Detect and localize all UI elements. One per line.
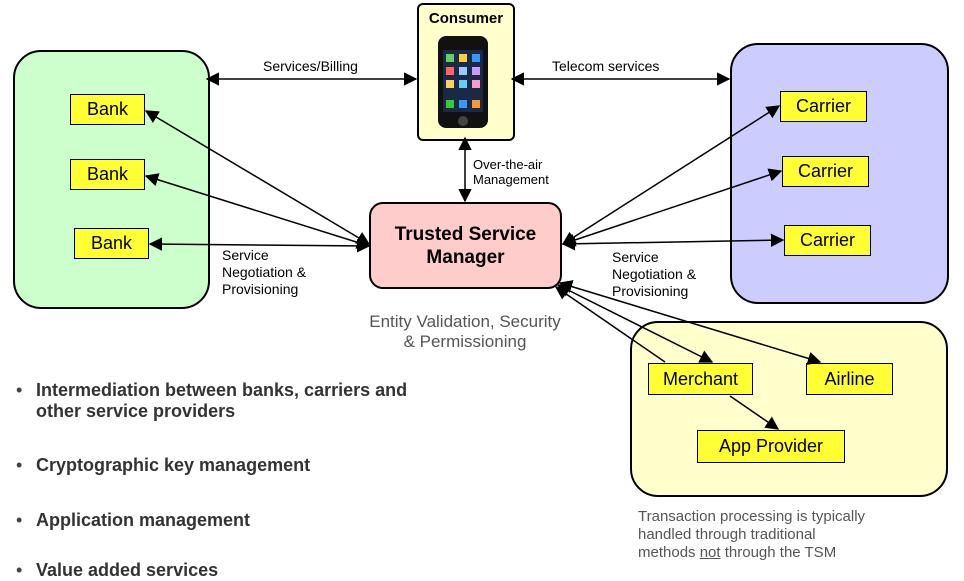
transaction-note-line-1: Transaction processing is typically [638,508,866,525]
transaction-note-line-2: handled through traditional [638,526,816,543]
services-billing-label: Services/Billing [263,58,358,74]
entity-validation-label: Entity Validation, Security & Permission… [335,312,595,352]
tsm-line-2: Manager [426,246,505,268]
bank-box-2: Bank [70,159,145,190]
right-negotiation-label: Service Negotiation & Provisioning [612,249,696,300]
ota-label-line-2: Management [473,172,549,187]
entity-validation-line-1: Entity Validation, Security [369,312,561,331]
arrow-tsm-bank-3 [148,237,371,253]
airline-box: Airline [806,363,893,395]
left-negotiation-line-2: Negotiation & [222,264,307,280]
arrow-tsm-carrier-2 [561,168,783,247]
arrow-tsm-carrier-3 [561,233,785,251]
entity-validation-line-2: & Permissioning [403,332,527,351]
right-negotiation-line-3: Provisioning [612,283,689,299]
right-negotiation-line-2: Negotiation & [612,266,697,282]
arrow-tsm-bank-1 [144,110,371,245]
arrow-tsm-app-provider [554,286,666,363]
transaction-note-not: not [699,544,721,561]
merchant-box: Merchant [648,363,753,395]
carrier-box-3: Carrier [784,225,871,256]
ota-label: Over-the-air Management [473,157,549,187]
right-negotiation-line-1: Service [612,249,659,265]
ota-label-line-1: Over-the-air [473,157,543,172]
arrow-tsm-carrier-1 [561,105,781,245]
left-negotiation-line-3: Provisioning [222,281,299,297]
bank-box-1: Bank [70,94,145,125]
arrow-tsm-airline [558,280,822,365]
transaction-note-line-3: methods not through the TSM [638,544,837,561]
smartphone-icon [438,36,488,128]
arrow-merchant-app-provider [729,395,780,430]
app-provider-box: App Provider [697,430,845,463]
tsm-line-1: Trusted Service [394,223,537,245]
arrow-tsm-bank-2 [144,173,371,249]
consumer-title: Consumer [428,10,504,27]
carrier-box-2: Carrier [782,156,869,187]
left-negotiation-line-1: Service [222,247,269,263]
left-negotiation-label: Service Negotiation & Provisioning [222,247,306,298]
transaction-note: Transaction processing is typically hand… [638,508,865,562]
telecom-services-label: Telecom services [552,58,660,74]
carrier-box-1: Carrier [780,91,867,122]
